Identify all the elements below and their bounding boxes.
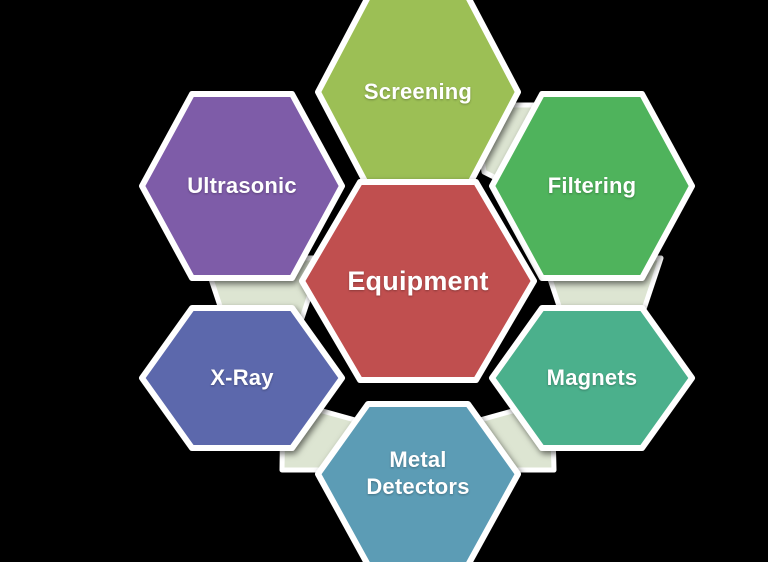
hexagon-ultrasonic[interactable] [139, 91, 345, 281]
hexagon-x-ray[interactable] [139, 305, 345, 451]
hexagon-magnets[interactable] [489, 305, 695, 451]
hexagon-equipment[interactable] [299, 179, 537, 383]
hexagon-filtering[interactable] [489, 91, 695, 281]
hexagon-metal-detectors[interactable] [315, 401, 521, 562]
hexagon-group [139, 0, 695, 562]
